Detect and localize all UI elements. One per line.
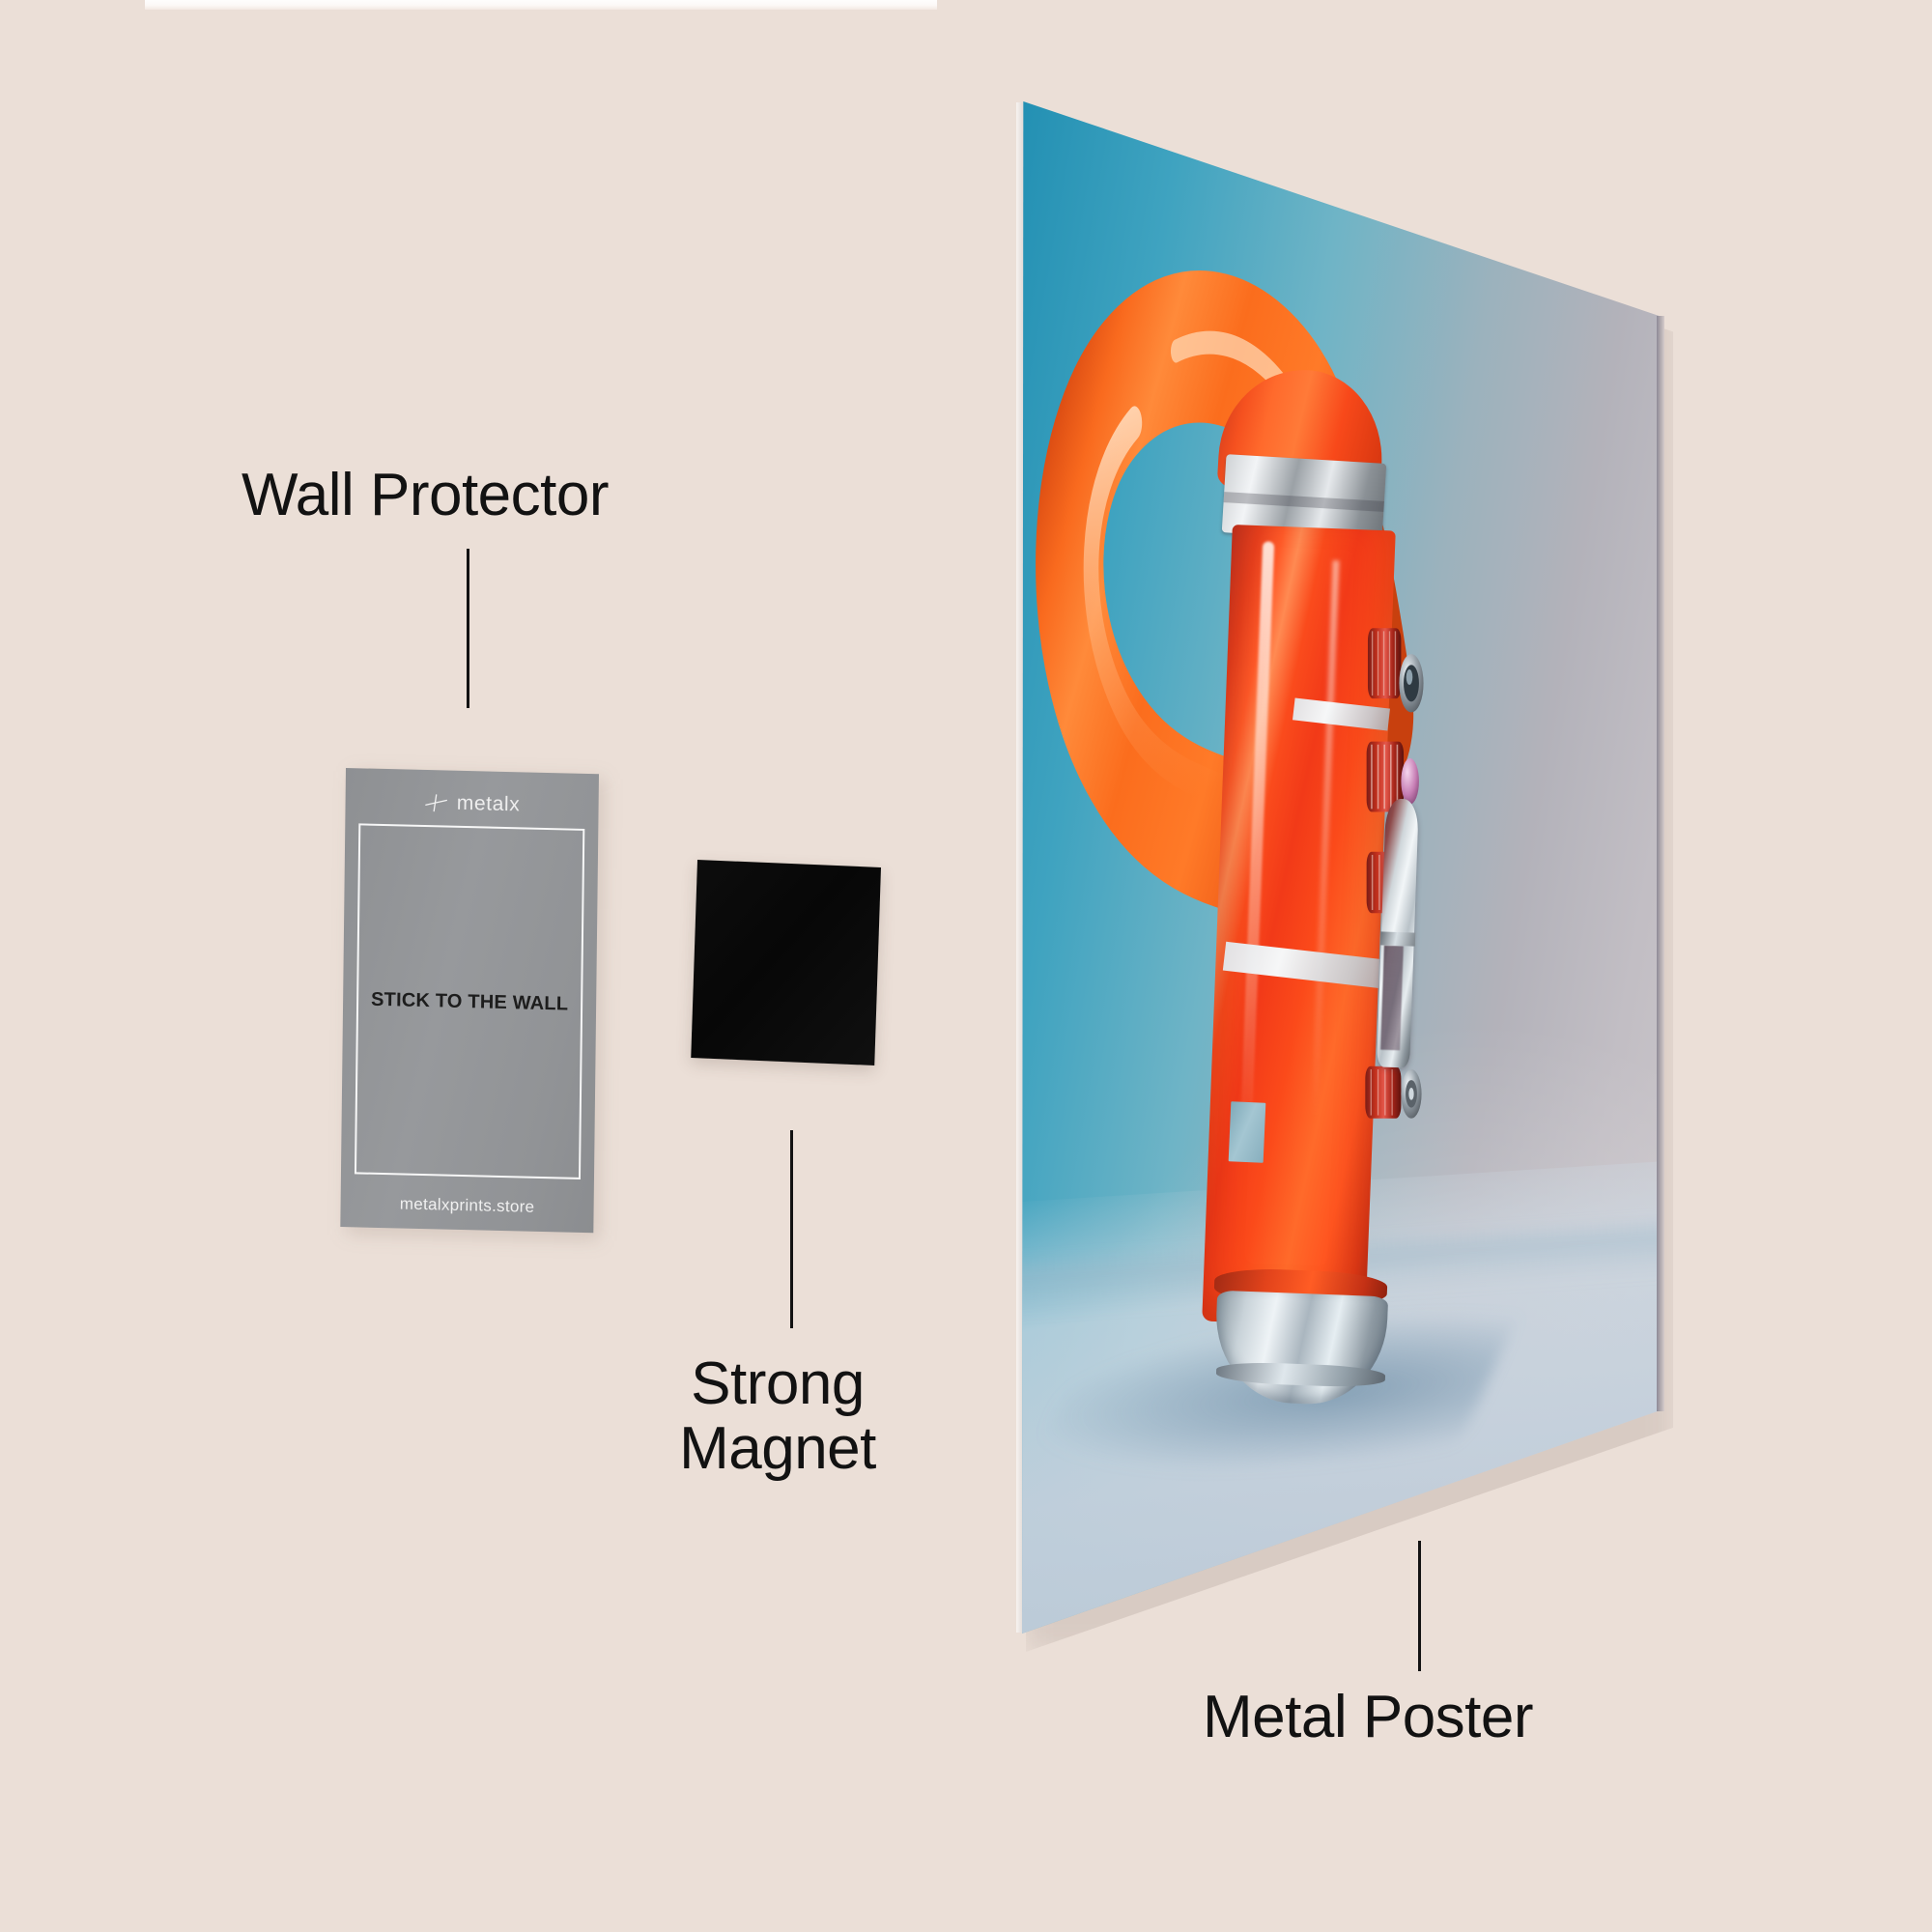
extinguisher-label-tag <box>1228 1100 1266 1163</box>
body-secondary-highlight <box>1310 559 1340 1119</box>
metalx-logo: metalx <box>345 788 598 819</box>
cartridge-seam-ring <box>1380 930 1416 947</box>
leader-line-wall-protector <box>467 549 469 708</box>
callout-label-strong-magnet: Strong Magnet <box>679 1350 876 1482</box>
wall-protector-card[interactable]: metalx STICK TO THE WALL metalxprints.st… <box>340 768 605 1241</box>
callout-label-wall-protector: Wall Protector <box>242 462 610 528</box>
metalx-cross-logo-icon <box>425 794 448 812</box>
leader-line-strong-magnet <box>790 1130 793 1328</box>
wall-protector-face: metalx STICK TO THE WALL metalxprints.st… <box>340 768 599 1234</box>
poster-artwork-background <box>1022 101 1662 1634</box>
metal-poster-right-thickness <box>1657 316 1664 1411</box>
body-specular-highlight <box>1239 541 1275 1148</box>
metalx-logo-text: metalx <box>456 791 521 816</box>
top-edge-highlight-strip <box>145 0 937 10</box>
metal-poster[interactable] <box>1022 101 1662 1634</box>
callout-label-metal-poster: Metal Poster <box>1203 1684 1534 1750</box>
leader-line-metal-poster <box>1418 1541 1421 1671</box>
metal-poster-left-thickness <box>1016 102 1023 1633</box>
magnet-square[interactable] <box>691 860 881 1065</box>
wall-protector-store-url: metalxprints.store <box>399 1194 535 1216</box>
